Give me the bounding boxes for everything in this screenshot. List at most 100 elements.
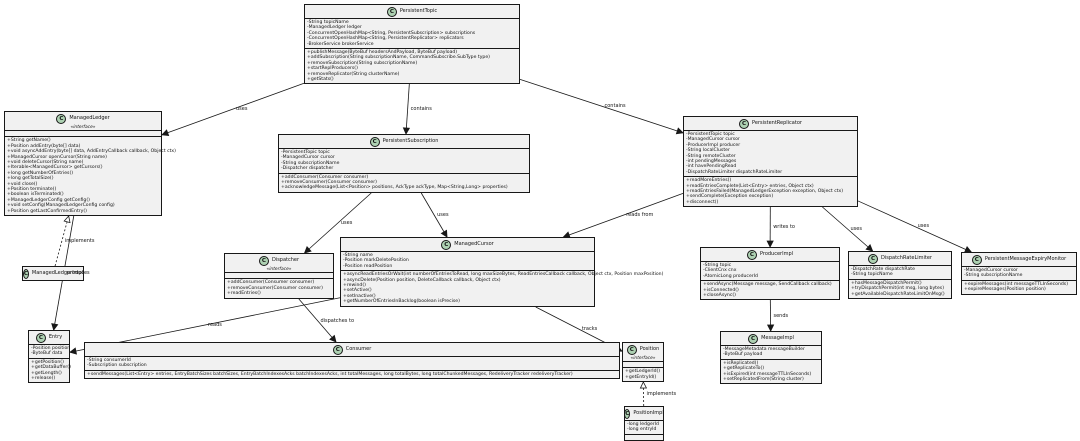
class-name: PersistentTopic bbox=[400, 9, 437, 14]
method: +expireMessages(Position position) bbox=[964, 287, 1074, 292]
methods-section: +expireMessages(int messageTTLInSeconds)… bbox=[962, 280, 1076, 294]
relation-label: uses bbox=[918, 223, 929, 229]
methods-section: +String getName()+Position addEntry(byte… bbox=[5, 136, 161, 215]
relation-label: reads bbox=[208, 322, 222, 328]
class-c-icon: C bbox=[624, 409, 630, 419]
realization-arrowhead bbox=[64, 216, 70, 223]
method: +sendAsync(Message message, SendCallback… bbox=[703, 282, 837, 287]
method: +setReplicatedFrom(String cluster) bbox=[723, 377, 819, 382]
association-arrowhead bbox=[162, 130, 169, 136]
field: -String subscriptionName bbox=[964, 273, 1074, 278]
field: -ByteBuf payload bbox=[723, 352, 819, 357]
methods-section: +asyncReadEntriesOrWait(int numberOfEntr… bbox=[341, 270, 594, 305]
class-c-icon: C bbox=[23, 269, 29, 279]
relation-label: produces bbox=[67, 270, 90, 276]
methods-section: +hasMessageDispatchPermit()+tryDispatchP… bbox=[849, 279, 951, 298]
association-arrowhead bbox=[441, 230, 447, 237]
fields-section: -Position position-ByteBuf data bbox=[29, 344, 69, 358]
relation-label: implements bbox=[65, 238, 95, 244]
method: +closeAsync() bbox=[703, 293, 837, 298]
method: +asyncReadEntriesOrWait(int numberOfEntr… bbox=[343, 272, 592, 277]
relation-label: uses bbox=[851, 226, 862, 232]
relation-line bbox=[520, 79, 683, 132]
association-arrowhead bbox=[70, 348, 76, 354]
field: -BrokerService brokerService bbox=[307, 42, 517, 47]
relation-label: uses bbox=[437, 212, 448, 218]
relation-label: contains bbox=[605, 103, 626, 109]
class-name: DispatchRateLimiter bbox=[881, 256, 932, 261]
fields-section: -long ledgerId-long entryId bbox=[625, 420, 663, 434]
relation-label: implements bbox=[647, 391, 677, 397]
field: -String topicName bbox=[851, 272, 949, 277]
method: +getDataBuffer() bbox=[31, 365, 67, 370]
methods-section: +addConsumer(Consumer consumer)+removeCo… bbox=[279, 173, 529, 192]
method: +tryDispatchPermit(int msg, long bytes) bbox=[851, 286, 949, 291]
class-c-icon: C bbox=[36, 333, 46, 343]
class-c-icon: C bbox=[56, 114, 66, 124]
relation-label: tracks bbox=[582, 326, 597, 332]
class-c-icon: C bbox=[868, 254, 878, 264]
relation-line bbox=[563, 193, 683, 237]
methods-section: +getLedgerId()+getEntryId() bbox=[623, 367, 663, 381]
class-c-icon: C bbox=[387, 7, 397, 17]
class-name: ManagedLedger bbox=[69, 116, 109, 121]
methods-section: +addConsumer(Consumer consumer)+removeCo… bbox=[225, 278, 333, 297]
class-name: ManagedCursor bbox=[454, 242, 493, 247]
field: -Position readPosition bbox=[343, 264, 592, 269]
method: +sendMessages(List<Entry> entries, Entry… bbox=[87, 372, 617, 377]
relation-label: contains bbox=[411, 106, 432, 112]
class-name: MessageImpl bbox=[761, 336, 794, 341]
field: -DispatchRateLimiter dispatchRateLimiter bbox=[686, 170, 855, 175]
class-name: Consumer bbox=[346, 347, 372, 352]
relation-label: uses bbox=[341, 220, 352, 226]
relation-label: writes to bbox=[773, 224, 795, 230]
field: -ByteBuf data bbox=[31, 351, 67, 356]
class-c-icon: C bbox=[333, 345, 343, 355]
method: +disconnect() bbox=[686, 200, 855, 205]
fields-section: -PersistentTopic topic-ManagedCursor cur… bbox=[684, 130, 857, 176]
class-name: PersistentReplicator bbox=[752, 121, 802, 126]
fields-section: -DispatchRate dispatchRate-String topicN… bbox=[849, 265, 951, 279]
class-c-icon: C bbox=[739, 119, 749, 129]
class-c-icon: C bbox=[748, 334, 758, 344]
class-c-icon: C bbox=[972, 255, 982, 265]
method: +acknowledgeMessage(List<Position> posit… bbox=[281, 185, 527, 190]
method: +getStats() bbox=[307, 77, 517, 82]
field: -Subscription subscription bbox=[87, 363, 617, 368]
class-c-icon: C bbox=[259, 256, 269, 266]
fields-section: -MessageMetadata messageBuilder-ByteBuf … bbox=[721, 345, 821, 359]
relation-label: reads from bbox=[626, 212, 653, 218]
methods-section: +sendAsync(Message message, SendCallback… bbox=[701, 280, 839, 299]
relation-line bbox=[406, 84, 409, 134]
method: +readEntries() bbox=[227, 291, 331, 296]
methods-section: +sendMessages(List<Entry> entries, Entry… bbox=[85, 370, 619, 378]
class-name: PersistentMessageExpiryMonitor bbox=[985, 257, 1066, 262]
method: +getEntryId() bbox=[625, 375, 661, 380]
realization-arrowhead bbox=[640, 382, 646, 388]
fields-section: -String topic-ClientCnx cnx-AtomicLong p… bbox=[701, 261, 839, 280]
class-name: PositionImpl bbox=[633, 411, 663, 416]
relation-line bbox=[162, 83, 304, 135]
class-c-icon: C bbox=[441, 240, 451, 250]
